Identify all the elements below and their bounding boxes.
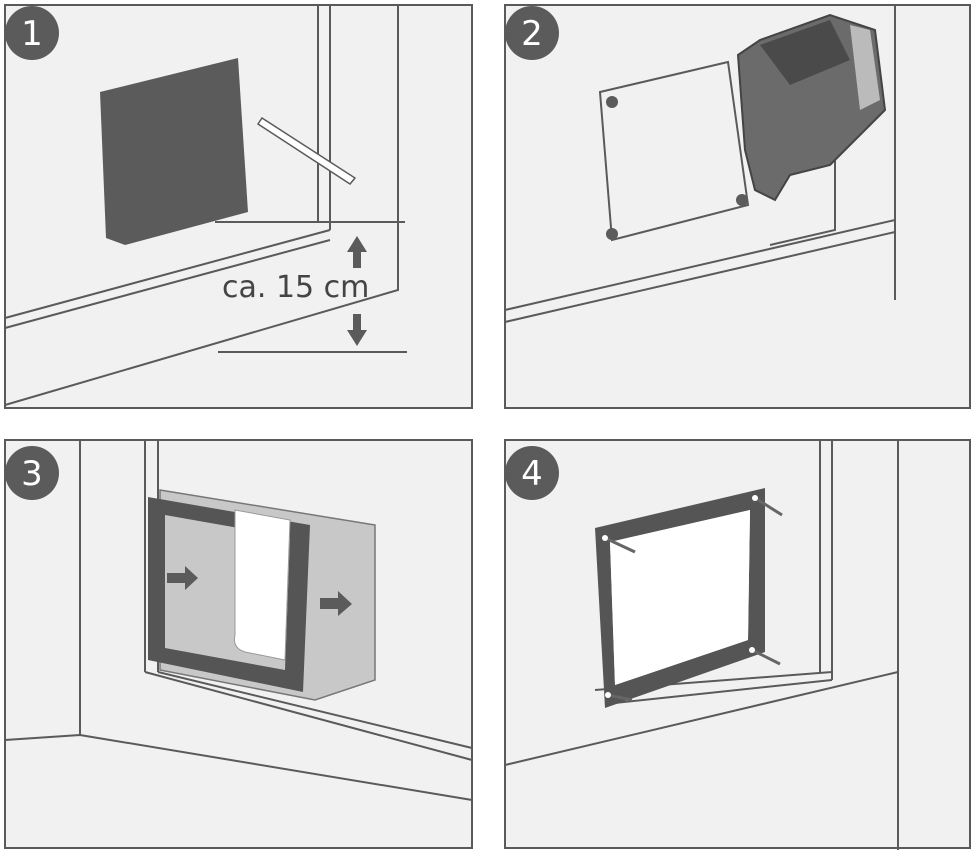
step-badge: 1 bbox=[21, 14, 43, 54]
arrow-right-icon bbox=[320, 591, 352, 616]
step-badge: 4 bbox=[521, 454, 543, 494]
step-2-panel: 2 bbox=[504, 4, 971, 409]
template-sheet bbox=[100, 58, 248, 245]
pencil-icon bbox=[256, 116, 357, 185]
step-4-panel: 4 bbox=[504, 439, 971, 850]
distance-label: ca. 15 cm bbox=[222, 270, 369, 305]
arrow-down-icon bbox=[347, 314, 367, 346]
arrow-right-icon bbox=[167, 566, 198, 590]
step-badge: 2 bbox=[521, 14, 543, 54]
step-3-panel: 3 bbox=[4, 439, 473, 849]
step-1-panel: ca. 15 cm 1 bbox=[4, 4, 473, 409]
screw-icon bbox=[604, 496, 783, 702]
step-badge: 3 bbox=[21, 454, 43, 494]
arrow-up-icon bbox=[347, 236, 367, 268]
